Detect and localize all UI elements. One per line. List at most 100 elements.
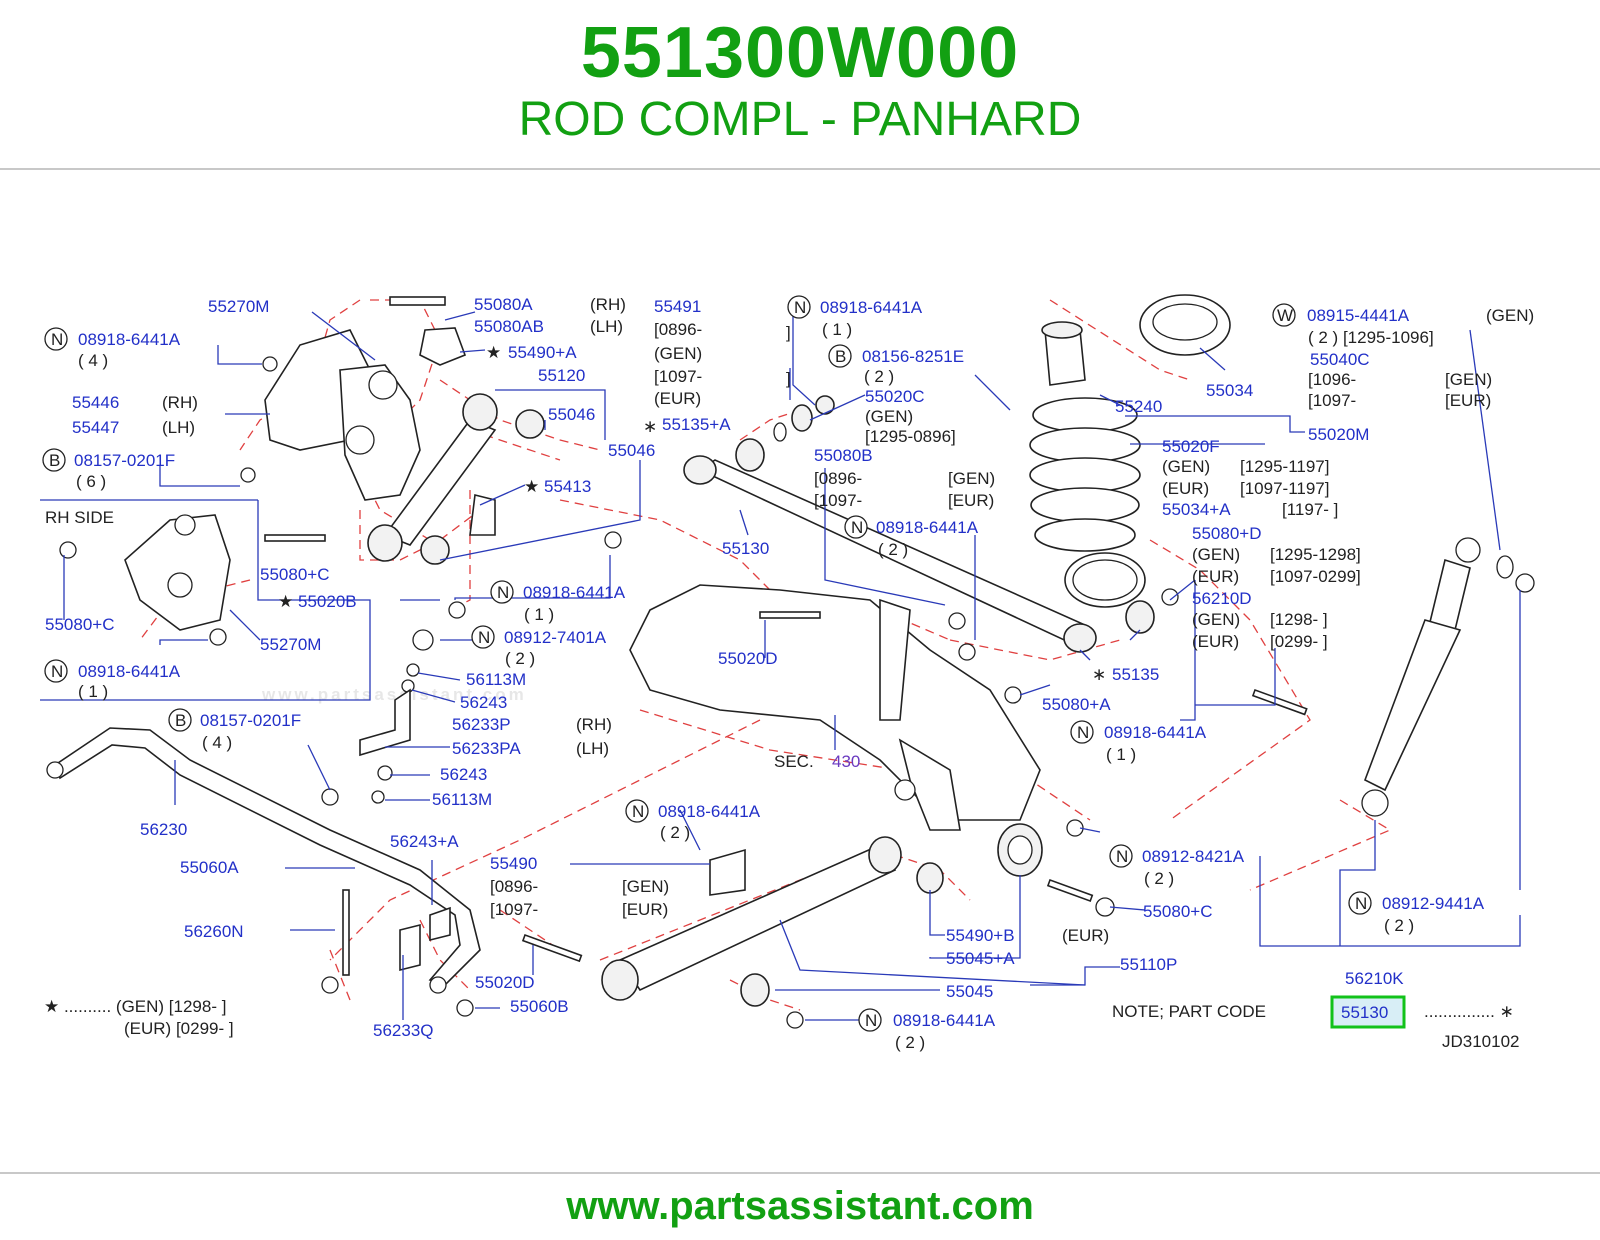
svg-text:[1097-: [1097- [490,900,538,919]
n-badge-5: N [625,799,649,823]
svg-text:( 1 ): ( 1 ) [1106,745,1136,764]
svg-text:(GEN): (GEN) [865,407,913,426]
star-note-2: (EUR) [0299- ] [124,1019,234,1038]
label-08918-6441a: 08918-6441A [820,298,923,317]
svg-text:[1097-0299]: [1097-0299] [1270,567,1361,586]
n-badge-7: N [844,515,868,539]
label-55040c: 55040C [1310,350,1370,369]
label-08918-6441a: 08918-6441A [78,662,181,681]
svg-text:(EUR): (EUR) [654,389,701,408]
svg-text:[1295-1197]: [1295-1197] [1240,457,1329,476]
svg-text:[EUR): [EUR) [1445,391,1491,410]
label-55491: 55491 [654,297,701,316]
svg-text:( 2 ): ( 2 ) [878,540,908,559]
label-55135: 55135 [1112,665,1159,684]
label-55080ab: 55080AB [474,317,544,336]
label-08918-6441a: 08918-6441A [876,518,979,537]
svg-text:N: N [794,298,806,317]
label-sec-430[interactable]: 430 [832,752,860,771]
note-part-code[interactable]: 55130 [1341,1003,1388,1022]
svg-text:(RH): (RH) [590,295,626,314]
svg-text:N: N [51,662,63,681]
n-badge-4: N [471,625,495,649]
part-lower-link-55110p [601,823,1043,1007]
svg-text:(EUR): (EUR) [1062,926,1109,945]
label-55446: 55446 [72,393,119,412]
divider-bottom [0,1172,1600,1174]
label-56233q: 56233Q [373,1021,434,1040]
svg-text:★: ★ [524,477,539,496]
label-08918-6441a: 08918-6441A [893,1011,996,1030]
svg-text:[1097-1197]: [1097-1197] [1240,479,1329,498]
label-56233pa: 56233PA [452,739,521,758]
svg-text:(RH): (RH) [576,715,612,734]
label-55080b: 55080B [814,446,873,465]
svg-text:[0299- ]: [0299- ] [1270,632,1328,651]
svg-text:[1097-: [1097- [1308,391,1356,410]
label-08918-6441a: 08918-6441A [1104,723,1207,742]
svg-text:★: ★ [486,343,501,362]
svg-text:[EUR): [EUR) [948,491,994,510]
svg-text:( 4 ): ( 4 ) [202,733,232,752]
svg-text:(EUR): (EUR) [1192,567,1239,586]
label-qty: ( 4 ) [78,351,108,370]
svg-text:B: B [175,711,186,730]
label-55080c: 55080+C [1143,902,1212,921]
label-56233p: 56233P [452,715,511,734]
svg-text:N: N [632,802,644,821]
svg-text:[1096-: [1096- [1308,370,1356,389]
svg-text:( 2 ): ( 2 ) [895,1033,925,1052]
svg-text:( 1 ): ( 1 ) [524,605,554,624]
svg-text:( 6 ): ( 6 ) [76,472,106,491]
svg-text:( 2 ): ( 2 ) [505,649,535,668]
part-shock-absorber [1361,537,1535,817]
svg-text:[GEN): [GEN) [622,877,669,896]
part-bump-stop-55240 [1041,321,1086,386]
label-55080c: 55080+C [45,615,114,634]
label-55130: 55130 [722,539,769,558]
label-08918-6441a: 08918-6441A [658,802,761,821]
label-sec: SEC. [774,752,814,771]
n-badge-6: N [787,295,811,319]
svg-text:[1295-1298]: [1295-1298] [1270,545,1361,564]
label-55110p: 55110P [1120,955,1177,974]
label-56113m: 56113M [466,670,526,689]
svg-text:∗: ∗ [643,417,657,436]
label-55270m-bottom: 55270M [260,635,321,654]
page-subtitle: ROD COMPL - PANHARD [518,93,1082,146]
part-bracket-55270m [264,329,421,501]
svg-text:N: N [51,330,63,349]
b-badge-3: B [828,344,852,368]
label-55020m: 55020M [1308,425,1369,444]
label-56210k: 56210K [1345,969,1404,988]
svg-text:]: ] [786,369,791,388]
part-bracket-55490a [389,296,467,366]
part-bracket-rh [124,514,231,631]
svg-text:[1197- ]: [1197- ] [1282,500,1338,519]
svg-text:N: N [851,518,863,537]
label-55020d: 55020D [718,649,778,668]
svg-text:( 2 ) [1295-1096]: ( 2 ) [1295-1096] [1308,328,1434,347]
svg-text:[1097-: [1097- [814,491,862,510]
part-labels: 55270M 08918-6441A ( 4 ) 55446 (RH) 5544… [44,295,1534,1052]
label-55045a: 55045+A [946,949,1015,968]
label-55034: 55034 [1206,381,1253,400]
svg-text:[0896-: [0896- [814,469,862,488]
svg-text:(GEN): (GEN) [1192,610,1240,629]
svg-text:(GEN): (GEN) [1192,545,1240,564]
svg-text:N: N [1116,847,1128,866]
part-coil-spring [1029,397,1146,608]
svg-text:★: ★ [278,592,293,611]
footer-url[interactable]: www.partsassistant.com [566,1184,1034,1228]
label-55034a: 55034+A [1162,500,1231,519]
svg-text:( 1 ): ( 1 ) [822,320,852,339]
label-08157-0201f: 08157-0201F [74,451,175,470]
label-55413: 55413 [544,477,591,496]
svg-text:(LH): (LH) [576,739,609,758]
w-badge: W [1272,303,1296,327]
svg-text:N: N [497,583,509,602]
part-stabilizer-bar [46,727,481,994]
label-55020f: 55020F [1162,437,1220,456]
label-08918-6441a: 08918-6441A [78,330,181,349]
